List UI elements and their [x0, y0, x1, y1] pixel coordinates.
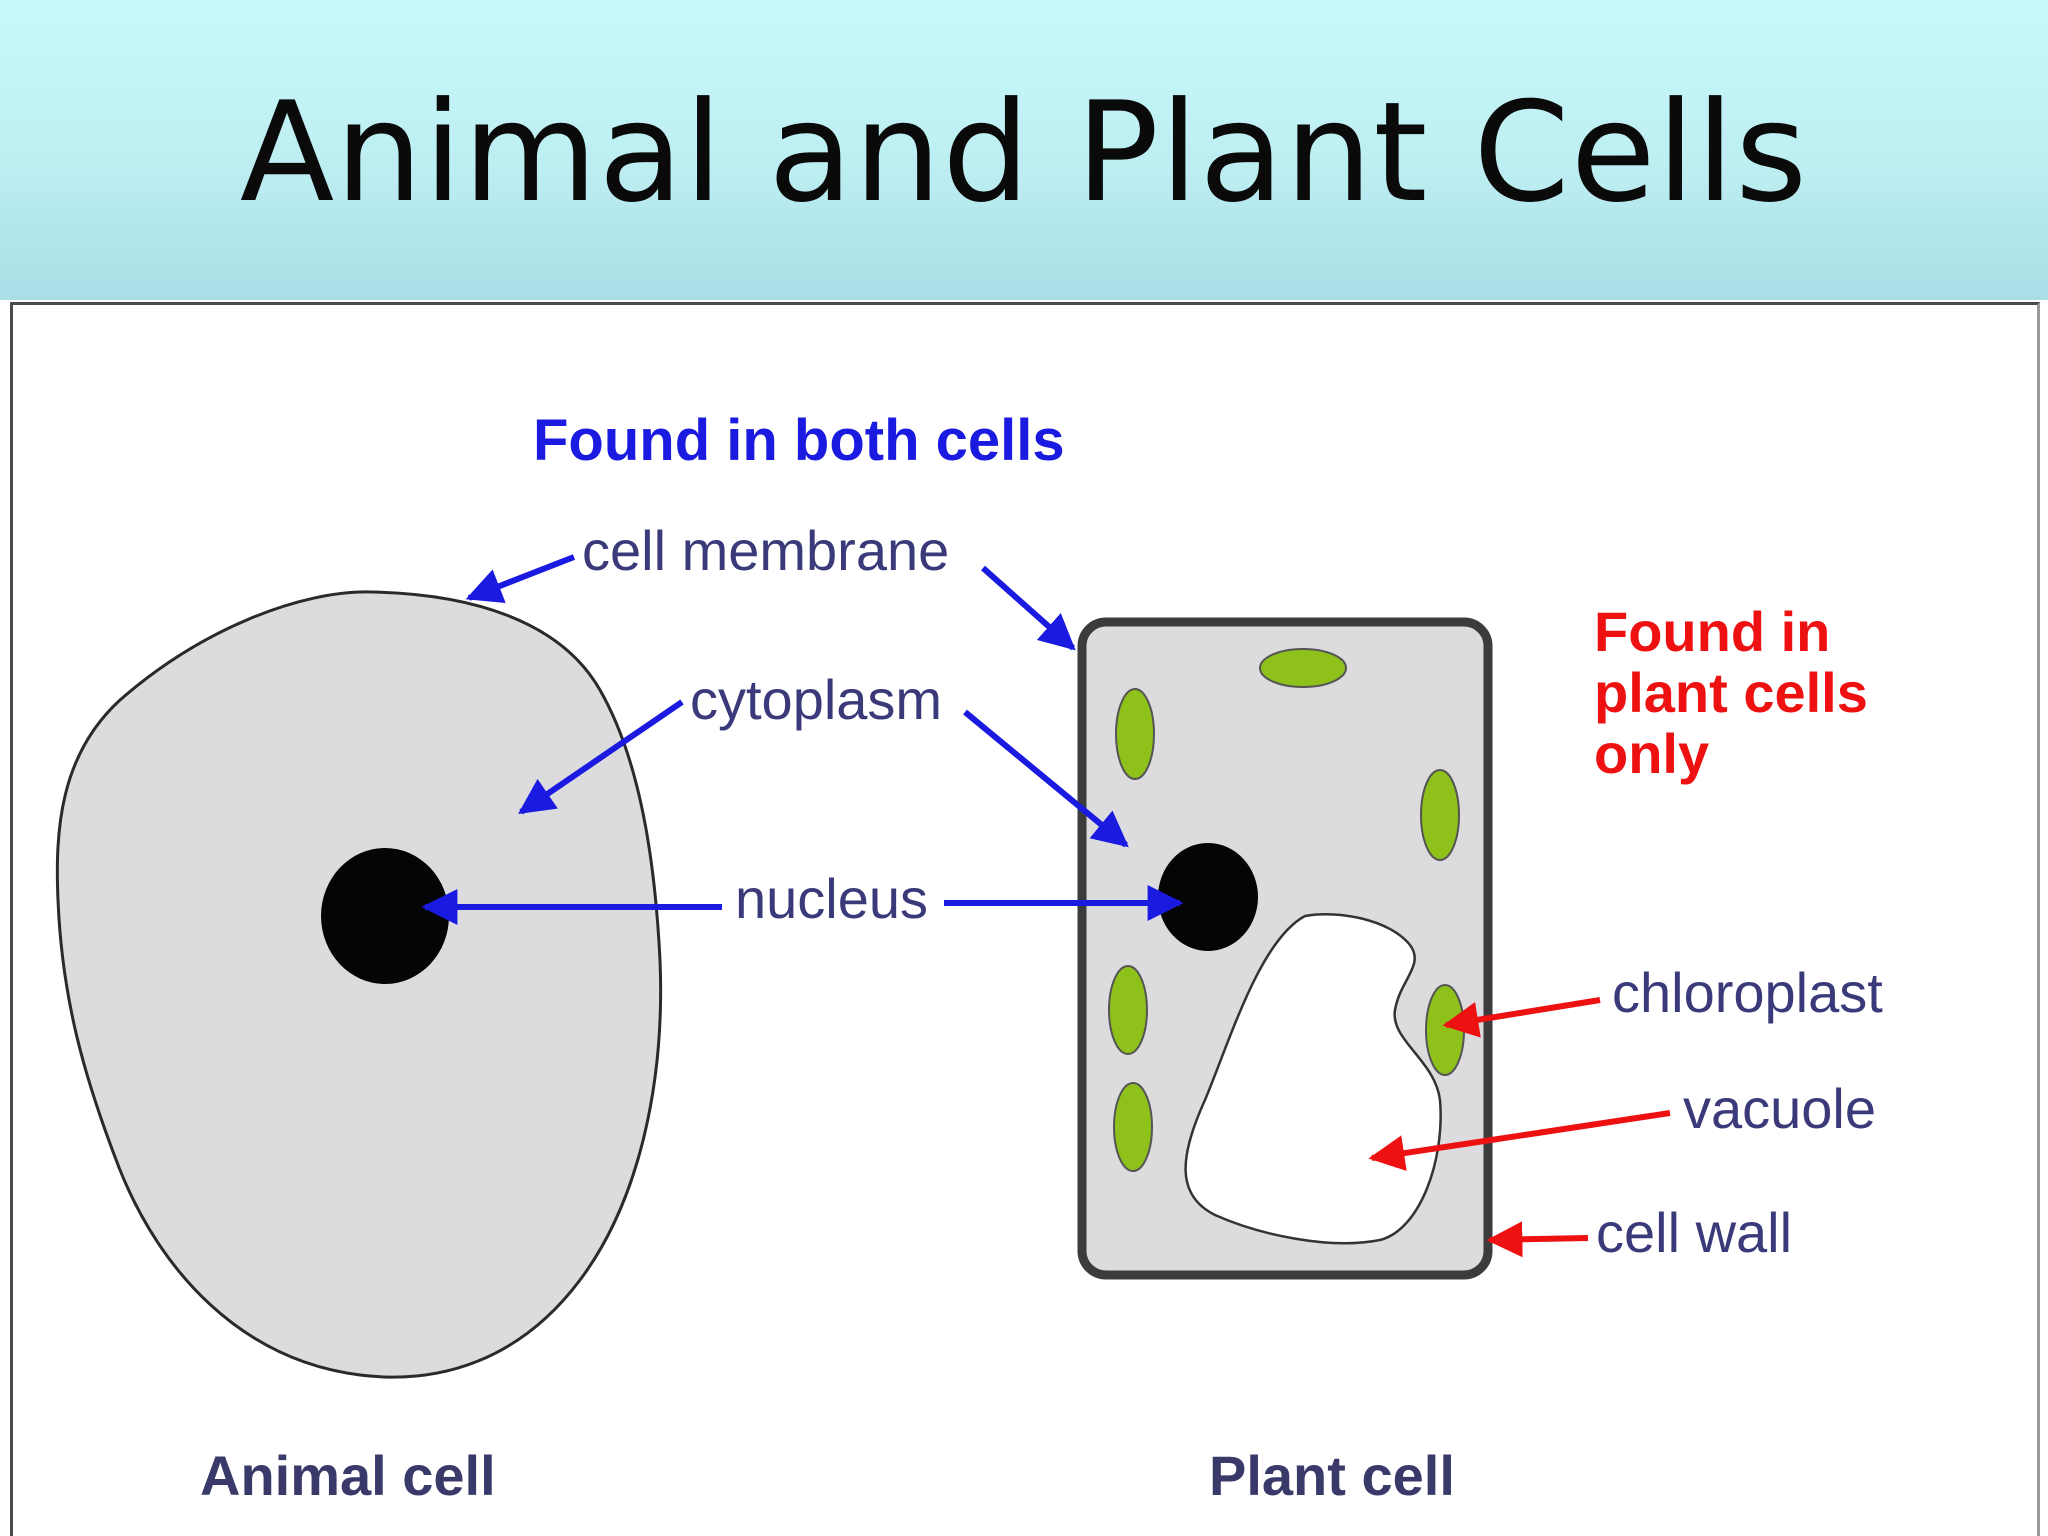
animal-cell-caption: Animal cell — [200, 1444, 496, 1507]
chloroplast-label: chloroplast — [1612, 961, 1883, 1024]
title-bar: Animal and Plant Cells — [0, 0, 2048, 300]
chloroplast — [1425, 984, 1465, 1076]
chloroplast — [1108, 965, 1148, 1055]
animal-nucleus — [321, 848, 449, 984]
cytoplasm-arrow-animal — [518, 699, 684, 815]
slide-title: Animal and Plant Cells — [239, 72, 1809, 233]
cell-wall-label: cell wall — [1596, 1201, 1792, 1264]
plant-nucleus — [1158, 843, 1258, 951]
cell-membrane-label: cell membrane — [582, 519, 949, 582]
found-in-both-heading: Found in both cells — [533, 408, 1065, 473]
chloroplast — [1113, 1082, 1153, 1172]
plant-cell-caption: Plant cell — [1209, 1444, 1455, 1507]
cell-membrane-arrow-animal — [465, 554, 576, 603]
found-in-plant-only-heading-line2: plant cells — [1594, 661, 1868, 724]
found-in-plant-only-heading-line3: only — [1594, 722, 1709, 785]
cytoplasm-arrow-plant — [963, 709, 1129, 848]
cell-wall-arrow — [1486, 1221, 1589, 1258]
animal-cell-membrane — [55, 590, 663, 1379]
vacuole-label: vacuole — [1683, 1077, 1876, 1140]
cell-membrane-arrow-plant — [981, 565, 1076, 651]
chloroplast-arrow — [1442, 997, 1601, 1038]
vacuole-arrow — [1368, 1110, 1671, 1171]
found-in-plant-only-heading-line1: Found in — [1594, 600, 1830, 663]
chloroplast — [1115, 688, 1155, 780]
nucleus-label: nucleus — [735, 867, 928, 930]
cytoplasm-label: cytoplasm — [690, 668, 942, 731]
chloroplast — [1259, 648, 1347, 688]
chloroplast — [1420, 769, 1460, 861]
